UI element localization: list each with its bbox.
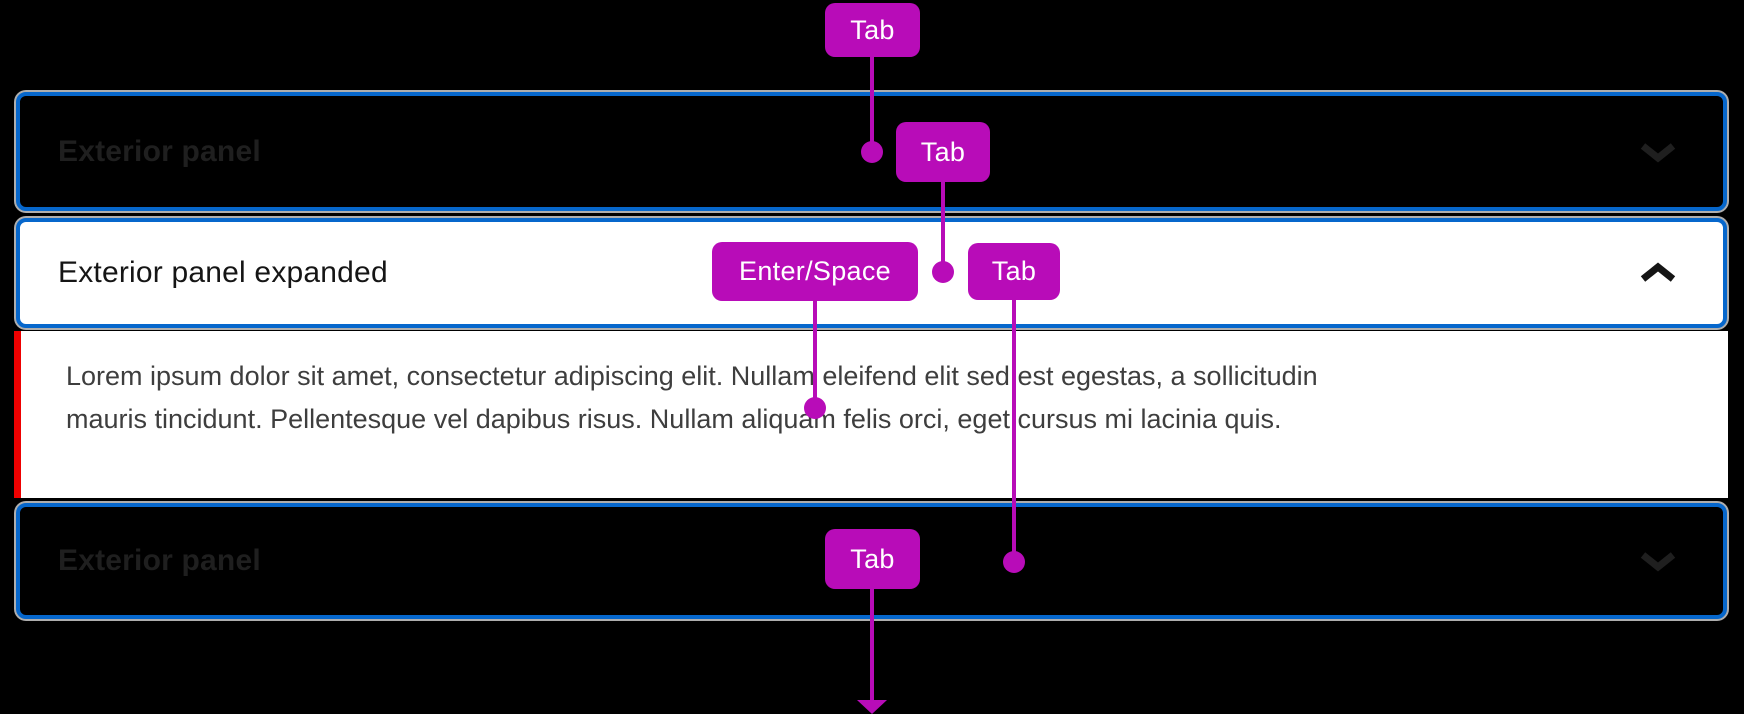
body-text-line-1: Lorem ipsum dolor sit amet, consectetur … [66, 361, 1318, 391]
accordion-toggle-1[interactable]: Exterior panel [20, 96, 1723, 207]
accordion-toggle-2[interactable]: Exterior panel expanded [20, 222, 1723, 324]
key-badge-tab-3: Tab [968, 243, 1060, 300]
key-badge-enter-space: Enter/Space [712, 242, 918, 301]
chevron-up-icon [1640, 262, 1676, 282]
accordion-panel-1: Exterior panel [16, 92, 1727, 211]
panel-title: Exterior panel [58, 134, 261, 168]
panel-title: Exterior panel expanded [58, 256, 388, 289]
key-badge-tab-4: Tab [825, 529, 920, 589]
accordion-toggle-3[interactable]: Exterior panel [20, 507, 1723, 615]
flow-arrowhead-exit [857, 700, 887, 714]
key-badge-tab-1: Tab [825, 3, 920, 57]
chevron-down-icon [1640, 552, 1676, 572]
body-text-line-2: mauris tincidunt. Pellentesque vel dapib… [66, 404, 1282, 434]
chevron-down-icon [1640, 142, 1676, 162]
accordion-expanded-content: Lorem ipsum dolor sit amet, consectetur … [14, 331, 1728, 498]
panel-title: Exterior panel [58, 544, 261, 577]
key-badge-tab-2: Tab [896, 122, 990, 182]
accordion-panel-2-expanded: Exterior panel expanded [16, 218, 1727, 328]
